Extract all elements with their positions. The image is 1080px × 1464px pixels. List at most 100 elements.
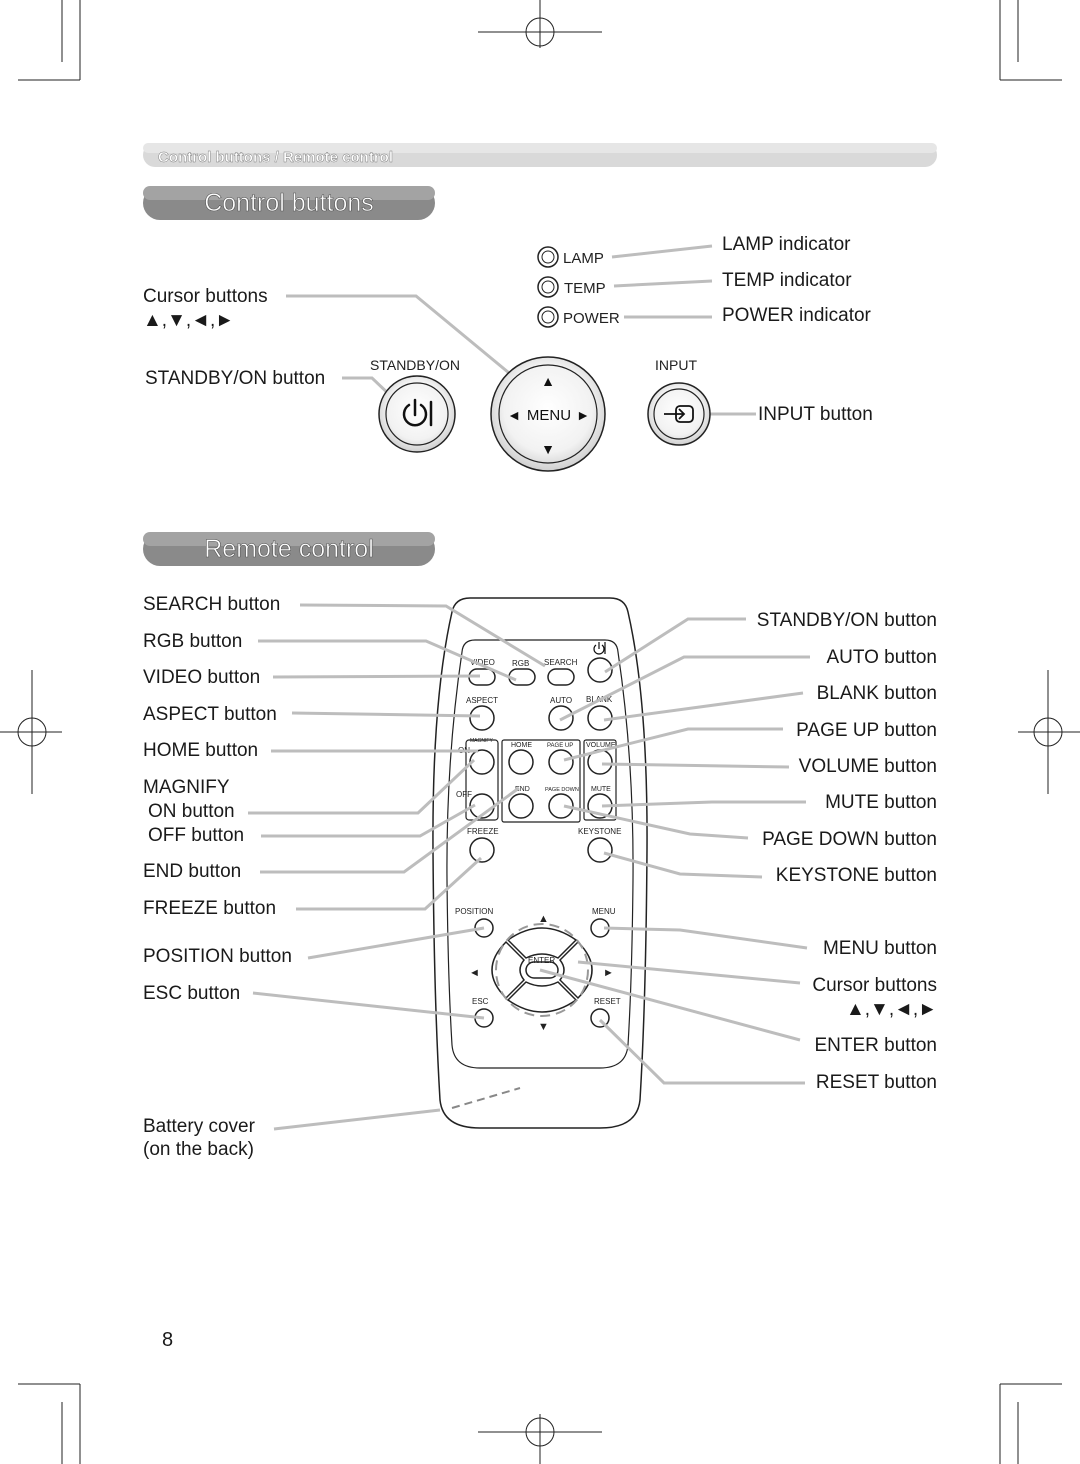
remote-label-menu: MENU xyxy=(592,907,616,916)
aspect-callout: ASPECT button xyxy=(143,704,277,725)
control-section-title: Control buttons xyxy=(204,189,374,217)
remote-label-enter: ENTER xyxy=(528,956,555,965)
cursor-left-arrow: ◄ xyxy=(507,407,521,423)
temp-indicator-led xyxy=(537,276,559,298)
remote-aspect-button[interactable] xyxy=(469,705,495,731)
battery-callout-line1: Battery cover xyxy=(143,1116,256,1137)
indicator-group: LAMP TEMP POWER xyxy=(537,246,620,328)
cursor-callout: Cursor buttons xyxy=(812,975,937,996)
magnify-on-callout: ON button xyxy=(148,801,235,822)
temp-indicator-callout: TEMP indicator xyxy=(722,270,852,291)
page-number: 8 xyxy=(162,1329,173,1351)
remote-section-title: Remote control xyxy=(204,535,374,563)
remote-label-mute: MUTE xyxy=(591,786,611,793)
cursor-down-arrow: ▼ xyxy=(541,441,555,457)
menu-callout: MENU button xyxy=(823,938,937,959)
magnify-callout: MAGNIFY xyxy=(143,777,230,798)
menu-cursor-button[interactable]: ▲ ▼ ◄ ► MENU xyxy=(490,356,606,472)
blank-callout: BLANK button xyxy=(817,683,937,704)
remote-label-off: OFF xyxy=(456,790,472,799)
volume-callout: VOLUME button xyxy=(799,756,937,777)
remote-label-page-down: PAGE DOWN xyxy=(545,787,579,793)
mute-callout: MUTE button xyxy=(825,792,937,813)
remote-label-aspect: ASPECT xyxy=(466,696,498,705)
power-indicator-callout: POWER indicator xyxy=(722,305,872,326)
remote-label-keystone: KEYSTONE xyxy=(578,827,621,836)
power-led-label: POWER xyxy=(563,310,620,327)
freeze-callout: FREEZE button xyxy=(143,898,276,919)
remote-label-page-up: PAGE UP xyxy=(547,743,573,749)
standby-on-button[interactable] xyxy=(378,375,456,453)
input-panel-label: INPUT xyxy=(655,357,697,373)
breadcrumb-bar: Control buttons / Remote control xyxy=(143,143,937,167)
breadcrumb-part2: Remote control xyxy=(283,149,393,166)
control-section-tab: Control buttons xyxy=(143,186,435,220)
remote-label-position: POSITION xyxy=(455,907,493,916)
remote-label-volume: VOLUME xyxy=(586,742,616,749)
remote-search-button[interactable] xyxy=(547,668,575,686)
power-indicator-led xyxy=(537,306,559,328)
battery-callout-line2: (on the back) xyxy=(143,1139,254,1160)
remote-label-freeze: FREEZE xyxy=(467,827,499,836)
breadcrumb-part1: Control buttons xyxy=(158,149,270,166)
standby-button-callout: STANDBY/ON button xyxy=(145,368,325,389)
standby-panel-label: STANDBY/ON xyxy=(370,357,460,373)
remote-label-reset: RESET xyxy=(594,997,621,1006)
remote-arrow-right: ► xyxy=(603,967,614,979)
rgb-callout: RGB button xyxy=(143,631,242,652)
menu-panel-label: MENU xyxy=(527,407,571,424)
search-callout: SEARCH button xyxy=(143,594,280,615)
remote-leader-lines xyxy=(248,603,810,1131)
remote-page-up-button[interactable] xyxy=(548,749,574,775)
remote-label-magnify: MAGNIFY xyxy=(470,738,493,744)
remote-home-button[interactable] xyxy=(508,749,534,775)
magnify-off-callout: OFF button xyxy=(148,825,244,846)
enter-callout: ENTER button xyxy=(815,1035,938,1056)
input-button[interactable] xyxy=(647,382,711,446)
input-icon xyxy=(664,405,694,423)
remote-arrow-left: ◄ xyxy=(469,967,480,979)
remote-label-auto: AUTO xyxy=(550,696,572,705)
remote-keystone-button[interactable] xyxy=(587,837,613,863)
remote-freeze-button[interactable] xyxy=(469,837,495,863)
lamp-indicator-callout: LAMP indicator xyxy=(722,234,851,255)
lamp-indicator-led xyxy=(537,246,559,268)
lamp-led-label: LAMP xyxy=(563,250,604,267)
remote-label-rgb: RGB xyxy=(512,659,529,668)
cursor-right-arrow: ► xyxy=(576,407,590,423)
cursor-arrows-callout: ▲,▼,◄,► xyxy=(143,310,234,331)
control-callouts: LAMP indicator TEMP indicator POWER indi… xyxy=(143,234,873,425)
end-callout: END button xyxy=(143,861,241,882)
cursor-buttons-callout: Cursor buttons xyxy=(143,286,268,307)
remote-section-tab: Remote control xyxy=(143,532,435,566)
remote-label-end: END xyxy=(515,786,530,793)
temp-led-label: TEMP xyxy=(564,280,606,297)
remote-power-icon xyxy=(593,642,606,655)
remote-end-button[interactable] xyxy=(508,793,534,819)
keystone-callout: KEYSTONE button xyxy=(776,865,937,886)
remote-left-callouts: SEARCH button RGB button VIDEO button AS… xyxy=(143,594,292,1160)
auto-callout: AUTO button xyxy=(826,647,937,668)
remote-page-down-button[interactable] xyxy=(548,793,574,819)
home-callout: HOME button xyxy=(143,740,258,761)
page-down-callout: PAGE DOWN button xyxy=(762,829,937,850)
remote-label-video: VIDEO xyxy=(470,658,495,667)
remote-label-esc: ESC xyxy=(472,997,489,1006)
svg-text:Control buttons / Remote contr: Control buttons / Remote control xyxy=(158,149,393,166)
remote-standby-button[interactable] xyxy=(587,657,613,683)
remote-rgb-button[interactable] xyxy=(508,668,536,686)
esc-callout: ESC button xyxy=(143,983,240,1004)
remote-label-home: HOME xyxy=(511,742,532,749)
remote-arrow-up: ▲ xyxy=(538,913,549,925)
video-callout: VIDEO button xyxy=(143,667,260,688)
reset-callout: RESET button xyxy=(816,1072,937,1093)
position-callout: POSITION button xyxy=(143,946,292,967)
cursor-arrows-right-callout: ▲,▼,◄,► xyxy=(846,999,937,1020)
breadcrumb-sep: / xyxy=(270,149,283,166)
page-up-callout: PAGE UP button xyxy=(796,720,937,741)
cursor-up-arrow: ▲ xyxy=(541,373,555,389)
power-icon xyxy=(402,398,433,427)
remote-arrow-down: ▼ xyxy=(538,1021,549,1033)
